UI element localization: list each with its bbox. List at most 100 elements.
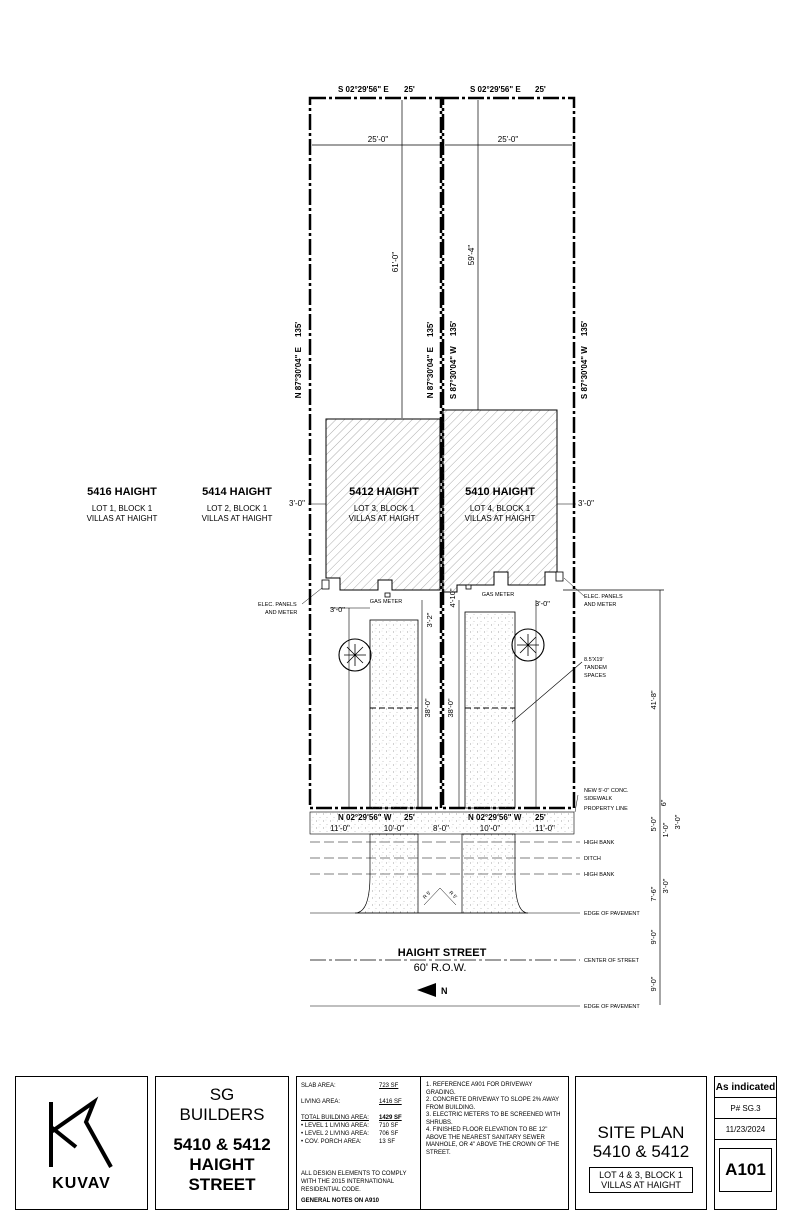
lot-sub-5414: VILLAS AT HAIGHT xyxy=(202,514,273,523)
side-bearing-4: S 87°30'04" W135' xyxy=(580,321,589,399)
edge-of-pavement-1: EDGE OF PAVEMENT xyxy=(584,911,640,917)
builder-name: SG BUILDERS xyxy=(179,1085,265,1124)
sidewalk xyxy=(309,811,575,835)
project-address: 5410 & 5412 HAIGHT STREET xyxy=(173,1135,271,1194)
dim-6-inch: 6" xyxy=(659,799,668,806)
general-notes-ref: GENERAL NOTES ON A910 xyxy=(301,1198,380,1204)
width-10-right: 10'-0" xyxy=(480,824,501,833)
living-area-value: 1416 SF xyxy=(379,1099,402,1105)
driveway-right xyxy=(464,611,516,809)
lot-name-5416: 5416 HAIGHT xyxy=(87,486,157,498)
width-10-left: 10'-0" xyxy=(384,824,405,833)
dim-9-0-b: 9'-0" xyxy=(649,976,658,991)
level1-area-label: LEVEL 1 LIVING AREA: xyxy=(304,1123,369,1129)
radius-right: R 5' xyxy=(447,890,457,900)
note-item: 3. ELECTRIC METERS TO BE SCREENED WITH S… xyxy=(426,1112,561,1126)
width-11-right: 11'-0" xyxy=(535,824,555,833)
sheet-number-box: A101 xyxy=(719,1148,772,1192)
gas-meter-left: GAS METER xyxy=(370,599,402,605)
dim-1-0: 1'-0" xyxy=(661,822,670,837)
lot-sub-5416: VILLAS AT HAIGHT xyxy=(87,514,158,523)
street-name: HAIGHT STREET xyxy=(398,947,487,959)
radius-left: R 5' xyxy=(422,890,432,900)
building-5410 xyxy=(442,409,558,593)
bottom-bearing-right: N 02°29'56" W xyxy=(468,813,522,822)
north-label: N xyxy=(441,986,448,996)
lot-name-5414: 5414 HAIGHT xyxy=(202,486,272,498)
sidewalk-label-2: SIDEWALK xyxy=(584,796,613,802)
total-area-label: TOTAL BUILDING AREA: xyxy=(301,1115,369,1121)
bottom-bearing-left: N 02°29'56" W xyxy=(338,813,392,822)
code-note: ALL DESIGN ELEMENTS TO COMPLY WITH THE 2… xyxy=(301,1171,407,1193)
width-11-left: 11'-0" xyxy=(330,824,350,833)
lot-number-5414: LOT 2, BLOCK 1 xyxy=(207,504,268,513)
level2-area-value: 706 SF xyxy=(379,1131,399,1137)
driveway-left xyxy=(369,619,419,809)
setback-right: 3'-0" xyxy=(578,499,594,508)
dim-3-0-pave: 3'-0" xyxy=(661,878,670,893)
sheet-number: A101 xyxy=(725,1160,766,1179)
depth-dim-right: 59'-4" xyxy=(467,245,476,266)
site-plan-drawing: S 02°29'56" E 25' S 02°29'56" E 25' 25'-… xyxy=(87,85,682,1010)
edge-of-pavement-2: EDGE OF PAVEMENT xyxy=(584,1004,640,1010)
width-8: 8'-0" xyxy=(433,824,449,833)
lot-sub-5412: VILLAS AT HAIGHT xyxy=(349,514,420,523)
high-bank-label-1: HIGH BANK xyxy=(584,840,615,846)
setback-left: 3'-0" xyxy=(289,499,305,508)
dim-41-8: 41'-8" xyxy=(649,690,658,709)
level1-area-value: 710 SF xyxy=(379,1123,399,1129)
logo-wordmark: KUVAV xyxy=(52,1175,111,1192)
dim-3-0-left: 3'-0" xyxy=(330,605,345,614)
lot-number-5416: LOT 1, BLOCK 1 xyxy=(92,504,153,513)
tree-right xyxy=(511,628,545,662)
bottom-length-right: 25' xyxy=(535,813,546,822)
drawing-scale: As indicated xyxy=(715,1077,776,1098)
side-bearing-2: N 87°30'04" E135' xyxy=(426,322,435,399)
center-of-street: CENTER OF STREET xyxy=(584,958,640,964)
living-area-label: LIVING AREA: xyxy=(301,1099,341,1105)
top-bearing-left: S 02°29'56" E xyxy=(338,85,389,94)
width-dim-left: 25'-0" xyxy=(368,135,389,144)
north-arrow-icon xyxy=(417,983,436,997)
drive-length-right: 38'-0" xyxy=(446,698,455,717)
dim-9-0-a: 9'-0" xyxy=(649,929,658,944)
tandem-label-1: 8.5'X19' xyxy=(584,657,604,663)
bottom-length-left: 25' xyxy=(404,813,415,822)
tandem-label-3: SPACES xyxy=(584,673,606,679)
drive-length-left: 38'-0" xyxy=(423,698,432,717)
sidewalk-label-1: NEW 5'-0" CONC. xyxy=(584,788,629,794)
elec-panel-right-2: AND METER xyxy=(584,602,616,608)
dim-7-6: 7'-6" xyxy=(649,886,658,901)
tandem-label-2: TANDEM xyxy=(584,665,607,671)
sheet-title-panel: SITE PLAN 5410 & 5412 LOT 4 & 3, BLOCK 1… xyxy=(575,1076,707,1210)
note-item: 4. FINISHED FLOOR ELEVATION TO BE 12" AB… xyxy=(426,1127,560,1156)
dim-5-0: 5'-0" xyxy=(649,816,658,831)
drawing-date: 11/23/2024 xyxy=(715,1119,776,1140)
lot-name-5410: 5410 HAIGHT xyxy=(465,486,535,498)
ditch-label: DITCH xyxy=(584,856,601,862)
elec-panel-left-1: ELEC. PANELS xyxy=(258,602,297,608)
sheet-info-panel: As indicated P# SG.3 11/23/2024 A101 xyxy=(714,1076,777,1210)
dim-3-0-bank: 3'-0" xyxy=(673,814,682,829)
dim-4-10: 4'-10" xyxy=(448,588,457,607)
driveway-aprons xyxy=(354,833,529,914)
note-item: 1. REFERENCE A901 FOR DRIVEWAY GRADING. xyxy=(426,1082,533,1096)
side-bearing-1: N 87°30'04" E135' xyxy=(294,322,303,399)
project-number: P# SG.3 xyxy=(715,1098,776,1119)
level2-area-label: LEVEL 2 LIVING AREA: xyxy=(304,1131,369,1137)
width-dim-right: 25'-0" xyxy=(498,135,519,144)
sheet-title: SITE PLAN 5410 & 5412 xyxy=(592,1123,690,1161)
tree-left xyxy=(338,638,372,672)
elec-panel-left-2: AND METER xyxy=(265,610,297,616)
right-of-way: 60' R.O.W. xyxy=(414,962,467,974)
notes-panel: 1. REFERENCE A901 FOR DRIVEWAY GRADING. … xyxy=(421,1076,569,1210)
builder-panel: SG BUILDERS 5410 & 5412 HAIGHT STREET xyxy=(155,1076,289,1210)
top-length-left: 25' xyxy=(404,85,415,94)
lot-sub-5410: VILLAS AT HAIGHT xyxy=(465,514,536,523)
gas-meter-right: GAS METER xyxy=(482,592,514,598)
total-area-value: 1429 SF xyxy=(379,1115,402,1121)
porch-area-label: COV. PORCH AREA: xyxy=(304,1139,362,1145)
high-bank-label-2: HIGH BANK xyxy=(584,872,615,878)
depth-dim-left: 61'-0" xyxy=(391,252,400,273)
lot-number-5410: LOT 4, BLOCK 1 xyxy=(470,504,531,513)
